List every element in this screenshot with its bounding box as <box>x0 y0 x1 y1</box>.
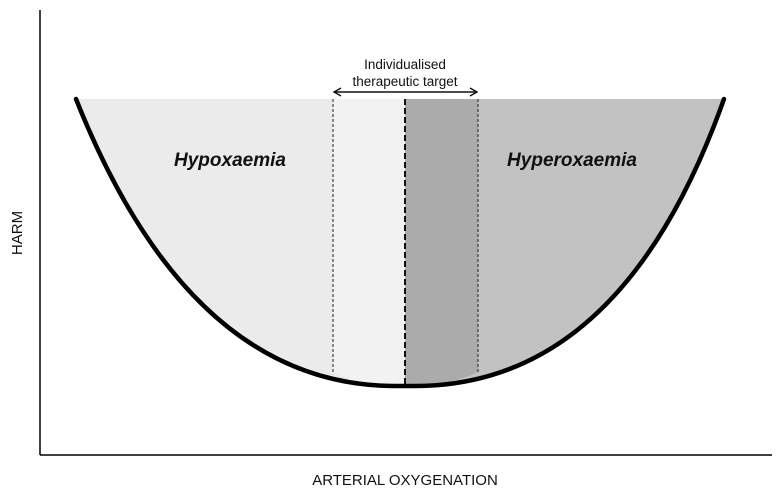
target-label-line1: Individualised <box>364 57 446 72</box>
harm-curve <box>73 96 727 389</box>
target-band-right <box>405 99 478 386</box>
hypoxaemia-region <box>76 99 405 386</box>
target-band-left <box>333 99 405 386</box>
hypoxaemia-label: Hypoxaemia <box>174 150 286 171</box>
x-axis-label: ARTERIAL OXYGENATION <box>312 472 498 489</box>
hyperoxaemia-label: Hyperoxaemia <box>507 150 637 171</box>
target-label-line2: therapeutic target <box>352 74 457 89</box>
y-axis-label: HARM <box>9 211 26 255</box>
target-range-arrow <box>332 87 479 97</box>
hyperoxaemia-region <box>405 99 724 386</box>
